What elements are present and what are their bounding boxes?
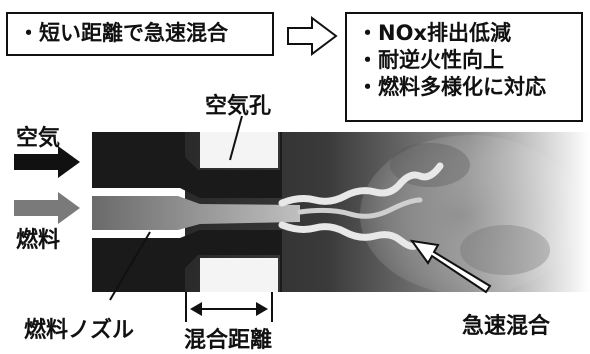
mixing-distance-label: 混合距離 [184, 328, 273, 353]
fuel-nozzle-channel [92, 196, 300, 230]
benefit-summary-box: ・短い距離で急速混合 [6, 12, 274, 56]
mixing-distance-dimension [185, 292, 273, 322]
air-hole-label: 空気孔 [205, 94, 272, 119]
fuel-jet-stream [278, 162, 444, 250]
effect-item-flashback: ・耐逆火性向上 [357, 48, 504, 72]
air-hole-leader-line [229, 115, 243, 161]
rapid-mixing-label: 急速混合 [462, 314, 551, 339]
nozzle-body [92, 132, 282, 292]
effect-item-fuel-flex: ・燃料多様化に対応 [357, 75, 546, 99]
effect-item-nox: ・NOx排出低減 [357, 21, 511, 45]
air-inlet-arrow [14, 146, 80, 178]
rapid-mixing-arrow-icon [409, 239, 492, 294]
air-hole [200, 132, 278, 292]
effects-list-box: ・NOx排出低減 ・耐逆火性向上 ・燃料多様化に対応 [345, 12, 583, 122]
fuel-nozzle-leader-line [109, 231, 151, 301]
summary-text: ・短い距離で急速混合 [18, 21, 228, 45]
fuel-label: 燃料 [16, 228, 61, 253]
fuel-nozzle-label: 燃料ノズル [24, 318, 135, 343]
fuel-inlet-arrow [14, 192, 80, 224]
air-label: 空気 [16, 126, 61, 151]
hollow-arrow-icon [287, 16, 338, 56]
